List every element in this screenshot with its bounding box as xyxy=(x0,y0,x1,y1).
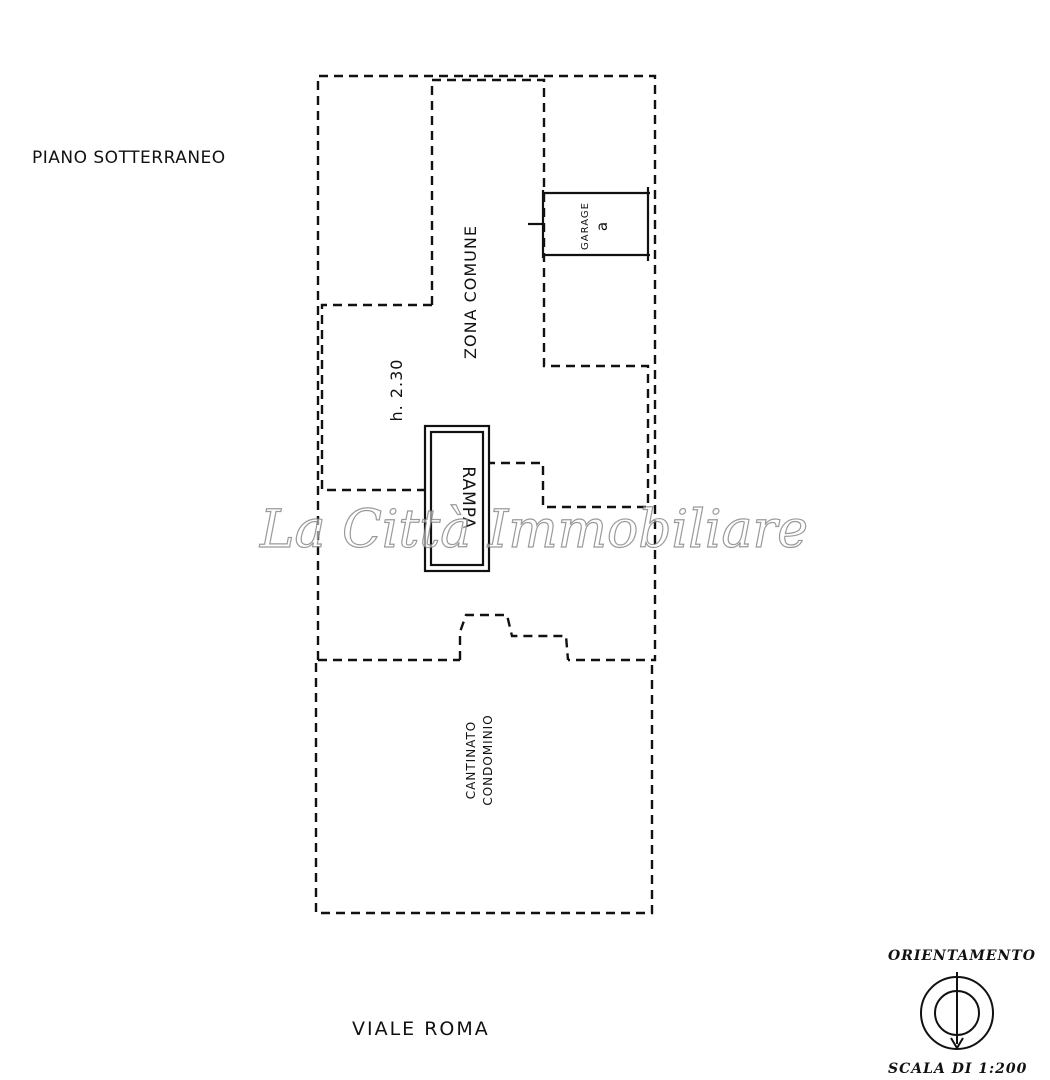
zona-comune-label: ZONA COMUNE xyxy=(461,225,480,359)
floor-title: PIANO SOTTERRANEO xyxy=(32,148,226,168)
cantinato-label-line2: CONDOMINIO xyxy=(481,714,495,805)
garage-box xyxy=(528,187,650,261)
zona-comune-outline xyxy=(430,78,650,509)
cantinato-label-line1: CANTINATO xyxy=(464,721,478,799)
street-label: VIALE ROMA xyxy=(352,1018,490,1040)
height-label: h. 2.30 xyxy=(387,359,406,422)
rampa-box xyxy=(423,424,491,573)
orientation-label: ORIENTAMENTO xyxy=(888,948,1036,964)
step-profile xyxy=(458,613,570,661)
scale-label: SCALA DI 1:200 xyxy=(888,1061,1027,1077)
cantinato-outline xyxy=(314,663,654,915)
zona-comune-left-outline xyxy=(320,303,432,492)
garage-label: GARAGE xyxy=(580,202,591,250)
north-arrow-icon xyxy=(920,972,994,1050)
garage-number: a xyxy=(593,221,611,231)
upper-zone-outline xyxy=(316,74,657,662)
rampa-label: RAMPA xyxy=(458,466,478,529)
